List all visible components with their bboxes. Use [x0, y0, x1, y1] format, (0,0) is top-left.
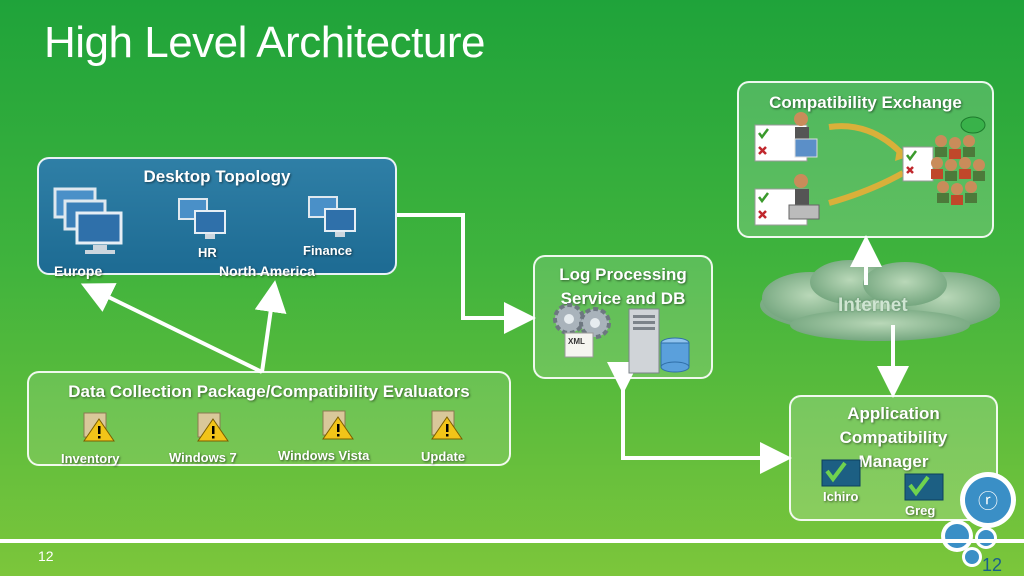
- internet-label: Internet: [838, 295, 908, 316]
- inventory-evaluator-icon: [83, 412, 115, 442]
- compatibility-exchange-box: Compatibility Exchange: [737, 81, 994, 238]
- evaluator-label-update: Update: [421, 449, 466, 464]
- acm-title-line2: Compatibility: [839, 428, 948, 447]
- acm-user-ichiro-label: Ichiro: [823, 489, 859, 504]
- finance-label: Finance: [303, 243, 353, 258]
- logo-bubbles-icon: ⓡ: [941, 472, 1016, 567]
- data-collection-box: Data Collection Package/Compatibility Ev…: [27, 371, 511, 466]
- desktop-topology-box: Desktop Topology HR Finance Europe North…: [37, 157, 397, 279]
- acm-user-ichiro-icon: [821, 459, 861, 487]
- acm-user-greg-label: Greg: [905, 503, 936, 518]
- acm-user-greg-icon: [904, 473, 944, 501]
- log-processing-title-line1: Log Processing: [559, 265, 687, 284]
- arrow-desktop-to-log: [397, 213, 536, 334]
- europe-label: Europe: [54, 263, 103, 279]
- log-processing-title-line2: Service and DB: [560, 289, 686, 308]
- north-america-label: North America: [219, 263, 315, 279]
- update-evaluator-icon: [431, 410, 463, 440]
- footer-divider: [0, 539, 1024, 543]
- database-server-icon: [628, 308, 690, 374]
- arrow-dcp-to-north-america: [254, 280, 287, 373]
- windows-vista-evaluator-icon: [322, 410, 354, 440]
- compatibility-exchange-illustration: [754, 112, 986, 226]
- evaluator-label-windows-vista: Windows Vista: [278, 448, 370, 463]
- xml-label: XML: [568, 337, 585, 346]
- hr-label: HR: [198, 245, 217, 260]
- compatibility-exchange-title: Compatibility Exchange: [769, 93, 962, 112]
- internet-cloud: [760, 260, 1000, 341]
- svg-text:ⓡ: ⓡ: [978, 490, 998, 513]
- page-number-right: 12: [981, 555, 1002, 575]
- hr-computers-icon: [178, 198, 226, 239]
- desktop-topology-title: Desktop Topology: [143, 167, 291, 186]
- europe-computers-icon: [53, 187, 123, 254]
- slide-title: High Level Architecture: [44, 18, 485, 67]
- page-number-left: 12: [38, 548, 54, 564]
- arrow-log-to-acm: [607, 362, 792, 474]
- gears-icon: [553, 303, 611, 358]
- log-processing-box: Log Processing Service and DB XML: [533, 255, 713, 379]
- arrow-dcp-to-europe: [80, 283, 263, 374]
- acm-title-line1: Application: [847, 404, 940, 423]
- evaluator-label-windows7: Windows 7: [169, 450, 237, 465]
- windows7-evaluator-icon: [197, 412, 229, 442]
- acm-title-line3: Manager: [858, 452, 929, 471]
- finance-computers-icon: [308, 196, 356, 237]
- evaluator-label-inventory: Inventory: [61, 451, 120, 466]
- data-collection-title: Data Collection Package/Compatibility Ev…: [68, 382, 470, 401]
